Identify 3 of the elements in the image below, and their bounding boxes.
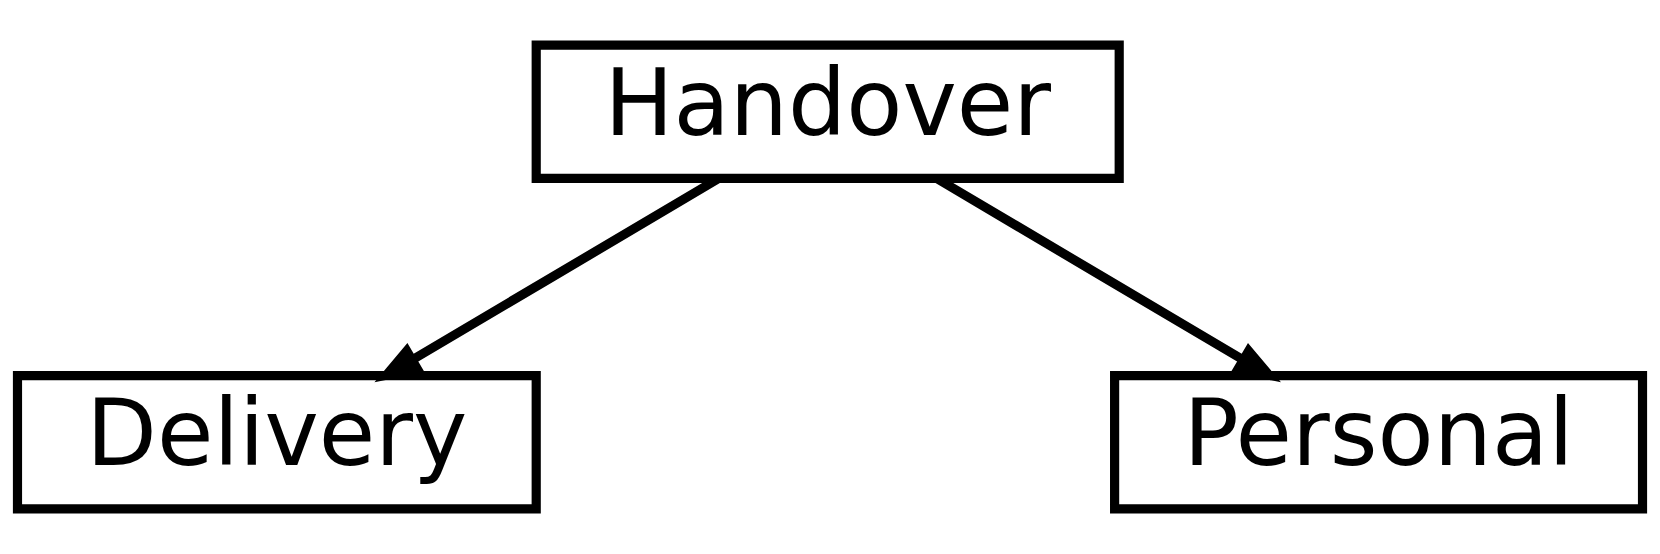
- node-box: Delivery: [12, 371, 541, 514]
- node-box: Personal: [1110, 371, 1648, 514]
- node-box: Handover: [531, 40, 1124, 183]
